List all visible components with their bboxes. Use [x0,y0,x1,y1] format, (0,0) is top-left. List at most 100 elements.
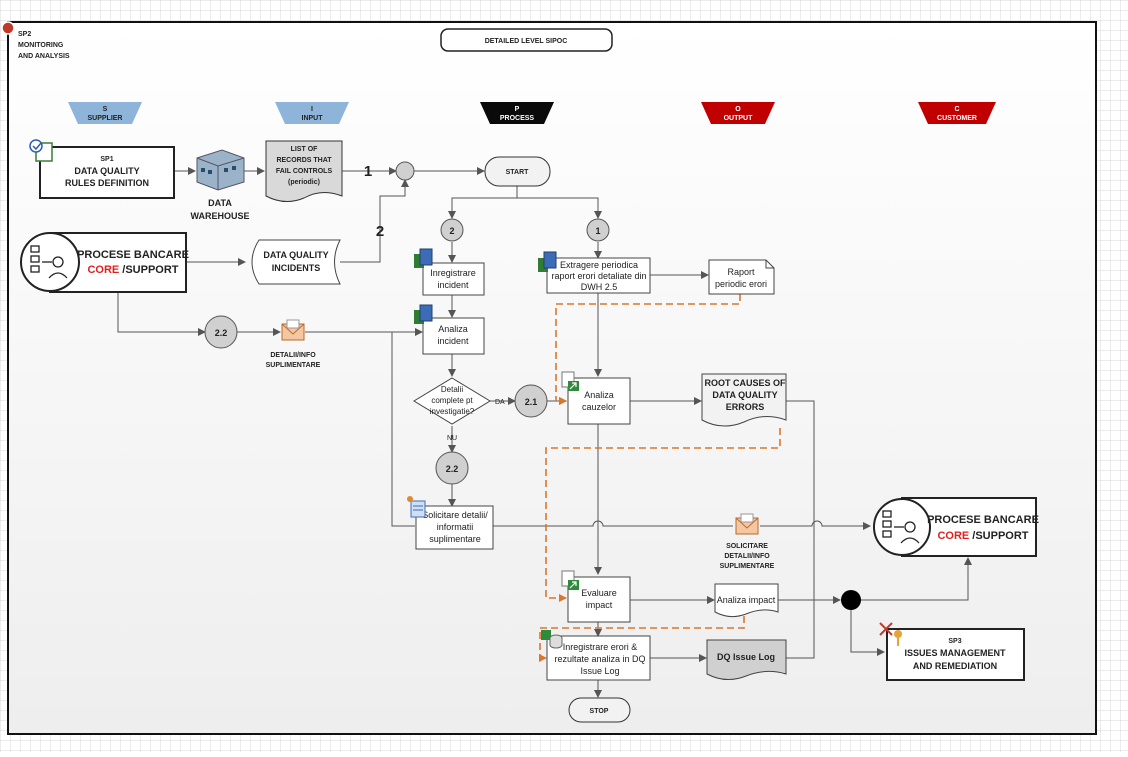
corner-title-line: SP2 [18,31,31,38]
step-inregistrare-erori[interactable]: Inregistrare erori & rezultate analiza i… [546,635,651,681]
core-label: CORE [937,530,969,542]
step-line: Issue Log [580,666,619,676]
column-header-output: O OUTPUT [701,102,775,124]
banner-shape [480,102,554,124]
support-label: /SUPPORT [969,530,1029,542]
incidents-line: DATA QUALITY [263,250,328,260]
doc-line: Raport [727,267,755,277]
tools-icon [879,622,902,646]
document-arrow-icon [561,570,579,590]
decision-line: investigatie? [430,407,475,416]
decision-line: complete pt [431,396,473,405]
da-label: DA [495,399,505,406]
terminal-shape [568,697,631,723]
step-line: raport erori detaliate din [551,271,646,281]
sp1-line: RULES DEFINITION [65,178,149,188]
step-line: Evaluare [581,588,617,598]
decision-line: Detalii [441,385,463,394]
feedback-raport-cauzelor [555,294,741,405]
procese-line1: PROCESE BANCARE [927,514,1039,526]
stop-label: STOP [590,708,609,715]
stop-terminal[interactable]: STOP [568,697,631,723]
flow-rootcauses-issuelog [786,400,815,659]
procese-line2: CORE /SUPPORT [937,530,1028,542]
sp1-box[interactable]: SP1 DATA QUALITY RULES DEFINITION [39,146,175,199]
sp3-line: SP3 [948,638,961,645]
step-line: incident [437,280,469,290]
procese-bancare-right[interactable]: PROCESE BANCARE CORE /SUPPORT [873,497,1039,557]
step-line: Inregistrare [430,268,476,278]
procese-bancare-left[interactable]: PROCESE BANCARE CORE /SUPPORT [20,232,189,293]
flow-junction-procese [860,557,972,601]
doc-line: Analiza impact [717,595,776,605]
step-inregistrare-incident[interactable]: Inregistrare incident [422,262,485,296]
dq-issue-log-doc[interactable]: DQ Issue Log [706,639,787,680]
root-causes-doc[interactable]: ROOT CAUSES OF DATA QUALITY ERRORS [701,373,787,427]
doc-shape [706,639,787,680]
sp3-box[interactable]: SP3 ISSUES MANAGEMENT AND REMEDIATION [886,628,1025,681]
merge-connector [395,161,415,181]
user-checklist-icon [30,245,68,279]
procese-line2: CORE /SUPPORT [87,264,178,276]
flow-start-c1 [517,197,602,219]
sp1-line: DATA QUALITY [74,166,139,176]
connector-label: 2.2 [446,464,459,474]
spreadsheet-icon [414,304,433,324]
checklist-icon [29,139,53,162]
column-letter: I [311,106,313,113]
feedback-impact-inreg [539,616,745,662]
start-label: START [506,169,530,176]
analiza-impact-doc[interactable]: Analiza impact [714,583,779,618]
doc-line: DATA QUALITY [712,390,777,400]
data-warehouse-icon [196,149,245,191]
step-line: rezultate analiza in DQ [554,654,645,664]
start-terminal[interactable]: START [484,156,551,187]
doc-line: FAIL CONTROLS [276,168,333,175]
column-letter: S [103,106,108,113]
dq-incidents-shape[interactable]: DATA QUALITY INCIDENTS [251,239,341,285]
flow-incidents-merge [340,179,409,263]
sp1-frame [39,146,175,199]
stored-data-shape [251,239,341,285]
support-label: /SUPPORT [119,264,179,276]
column-label: INPUT [302,115,324,122]
envelope-label: DETALII/INFO [270,352,316,359]
connector-label: 2.2 [215,328,228,338]
doc-shape [265,140,343,202]
decision-detalii-complete[interactable]: Detalii complete pt investigatie? [413,377,491,425]
raport-periodic-doc[interactable]: Raport periodic erori [708,259,775,295]
flow-solicitare-envelope [493,520,733,527]
step-analiza-incident[interactable]: Analiza incident [422,317,485,355]
form-icon [407,496,426,518]
junction-dot [841,590,861,610]
diagram-title: DETAILED LEVEL SIPOC [485,38,568,45]
edge-number-label: 1 [364,163,372,180]
connector-2-2-left: 2.2 [204,315,238,349]
column-header-customer: C CUSTOMER [918,102,996,124]
sp3-frame [886,628,1025,681]
doc-line: LIST OF [291,146,319,153]
doc-shape [708,259,775,295]
process-badge-icon [1,21,15,35]
flow-lines [117,167,972,698]
doc-line: ERRORS [726,402,765,412]
core-label: CORE [87,264,119,276]
column-label: SUPPLIER [87,115,122,122]
list-of-records-doc[interactable]: LIST OF RECORDS THAT FAIL CONTROLS (peri… [265,140,343,202]
step-line: Solicitare detalii/ [422,510,488,520]
banner-shape [918,102,996,124]
step-extragere-periodica[interactable]: Extragere periodica raport erori detalia… [546,257,651,294]
connector-2: 2 [440,218,464,242]
connector-label: 2.1 [525,397,538,407]
column-header-input: I INPUT [275,102,349,124]
step-solicitare-detalii[interactable]: Solicitare detalii/ informatii supliment… [415,505,494,550]
sp3-line: ISSUES MANAGEMENT [904,648,1006,658]
feedback-rootcauses-evaluare [545,428,781,602]
page-frame [7,21,1097,735]
column-letter: P [515,106,520,113]
column-label: CUSTOMER [937,115,977,122]
flow-envelope-procese [760,520,871,530]
doc-line: (periodic) [288,179,320,186]
